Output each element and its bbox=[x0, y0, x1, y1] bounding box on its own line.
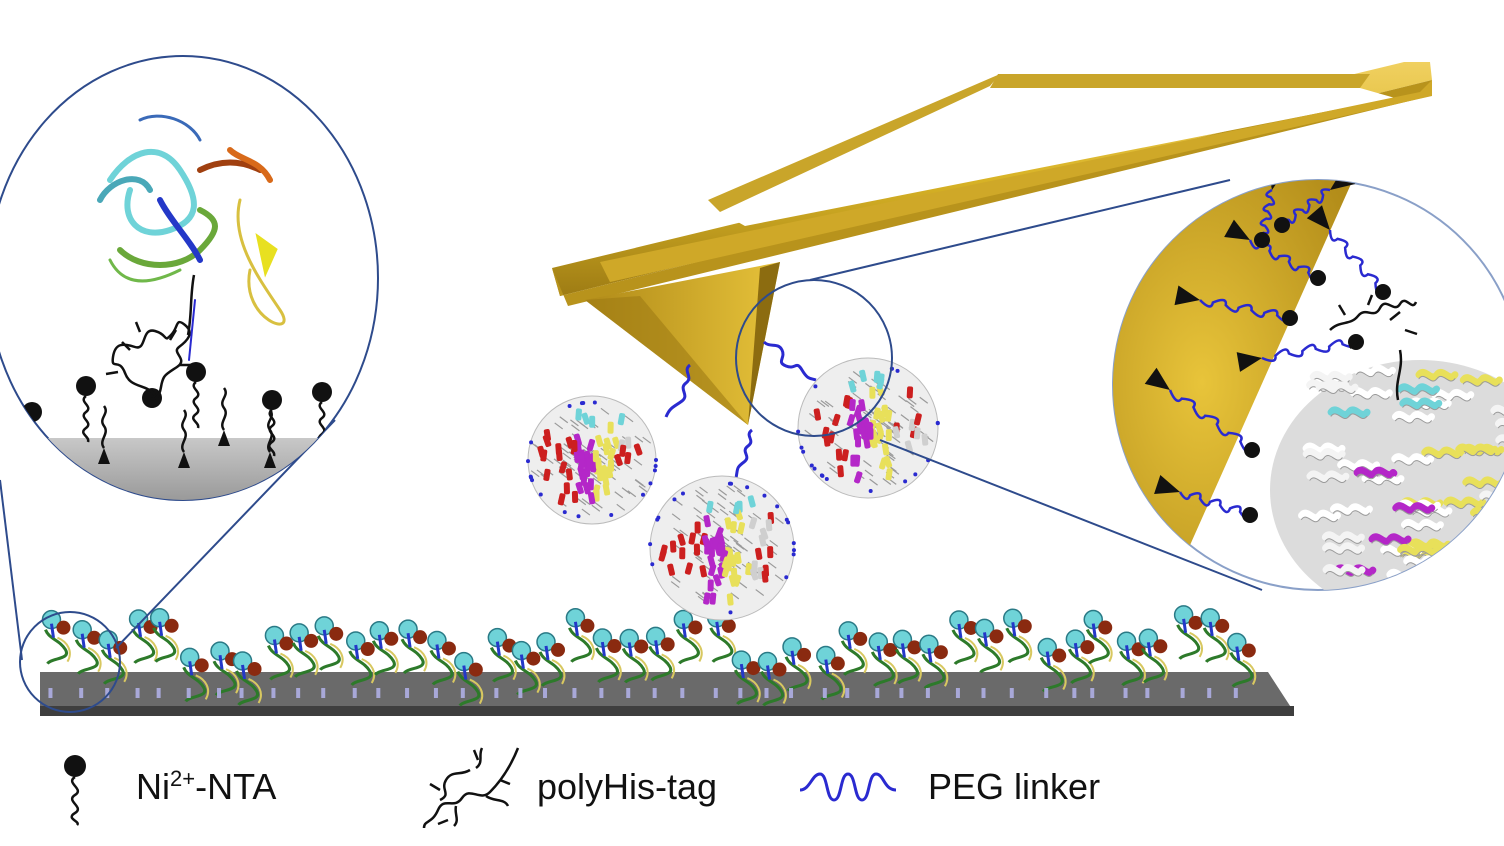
legend: Ni2+-NTA polyHis-tag PEG linker bbox=[0, 736, 1504, 846]
peg-linker-icon bbox=[799, 772, 897, 802]
peg-linker bbox=[664, 340, 817, 479]
protein-complex-3 bbox=[796, 357, 940, 499]
surface-protein-layer bbox=[41, 605, 1257, 707]
protein-complex-1 bbox=[526, 395, 658, 525]
zoom-lines bbox=[0, 179, 1263, 713]
polyhis-tag-icon bbox=[422, 747, 520, 829]
afm-cantilever bbox=[552, 62, 1432, 425]
substrate bbox=[40, 672, 1294, 716]
ni-nta-linker-icon bbox=[64, 755, 86, 826]
polyhis-tag-label: polyHis-tag bbox=[537, 766, 718, 807]
surface-zoom-inset bbox=[0, 55, 379, 501]
ni-nta-label: Ni2+-NTA bbox=[136, 766, 277, 807]
surface-zoom-circle bbox=[19, 611, 121, 713]
protein-ribbon bbox=[97, 114, 286, 361]
peg-linker-label: PEG linker bbox=[928, 766, 1101, 807]
tip-zoom-inset bbox=[1112, 179, 1504, 591]
protein-complex-2 bbox=[648, 475, 796, 621]
